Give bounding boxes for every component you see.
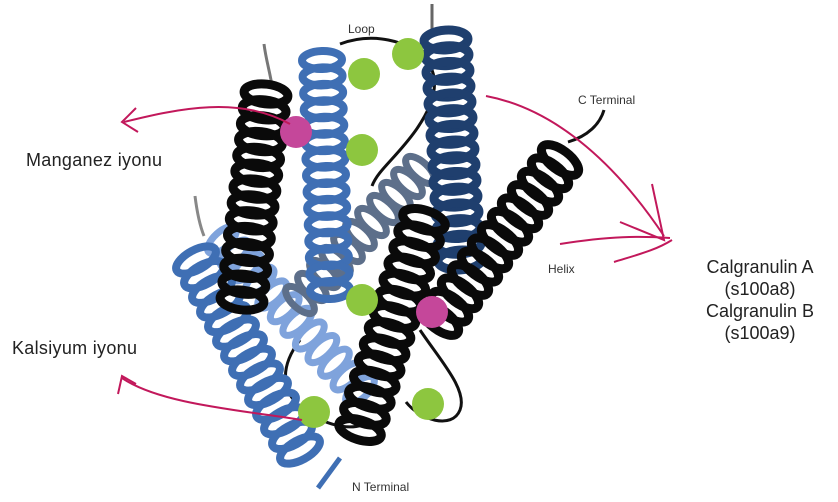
calgranulin-a-label: Calgranulin A — [690, 256, 830, 278]
helix-black-left — [219, 82, 289, 313]
arrow-calgranulin-bottom — [560, 237, 670, 244]
calgranulin-b-label: Calgranulin B — [690, 300, 830, 322]
calcium-ion — [412, 388, 444, 420]
calcium-ion — [346, 134, 378, 166]
calcium-ion — [298, 396, 330, 428]
calgranulin-b-gene: (s100a9) — [690, 322, 830, 344]
arrow-calgranulin-top-head — [620, 184, 664, 240]
n-terminal-label: N Terminal — [352, 480, 409, 494]
helix-blue-left-turn — [276, 431, 324, 469]
tail-line-left-mid — [195, 196, 204, 236]
helix-coils — [172, 29, 584, 470]
calgranulin-a-gene: (s100a8) — [690, 278, 830, 300]
calgranulin-labels: Calgranulin A (s100a8) Calgranulin B (s1… — [690, 256, 830, 344]
calcium-ion — [392, 38, 424, 70]
calcium-ion — [346, 284, 378, 316]
calcium-label: Kalsiyum iyonu — [12, 338, 137, 359]
helix-blue-top — [302, 50, 351, 299]
loop-label: Loop — [348, 22, 375, 36]
helix-black-lower-turn — [336, 414, 384, 446]
n-terminal-line — [318, 458, 340, 488]
manganese-ion — [416, 296, 448, 328]
manganese-label: Manganez iyonu — [26, 150, 162, 171]
c-terminal-label: C Terminal — [578, 93, 635, 107]
helix-label: Helix — [548, 262, 575, 276]
calcium-ion — [348, 58, 380, 90]
arrow-calgranulin-bottom-head — [614, 240, 672, 262]
